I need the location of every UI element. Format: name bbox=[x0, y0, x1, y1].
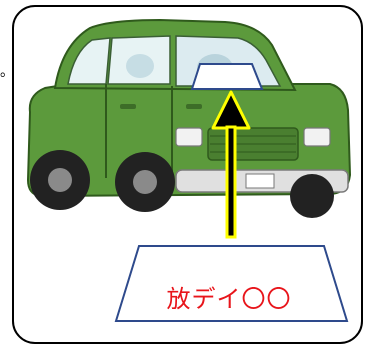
large-sign bbox=[114, 245, 349, 322]
sign-label: 放デイ〇〇 bbox=[166, 285, 292, 313]
car-illustration bbox=[26, 18, 352, 218]
up-arrow bbox=[211, 90, 251, 239]
sentence-fragment: 。 bbox=[0, 64, 14, 80]
windshield-sign bbox=[190, 63, 264, 90]
